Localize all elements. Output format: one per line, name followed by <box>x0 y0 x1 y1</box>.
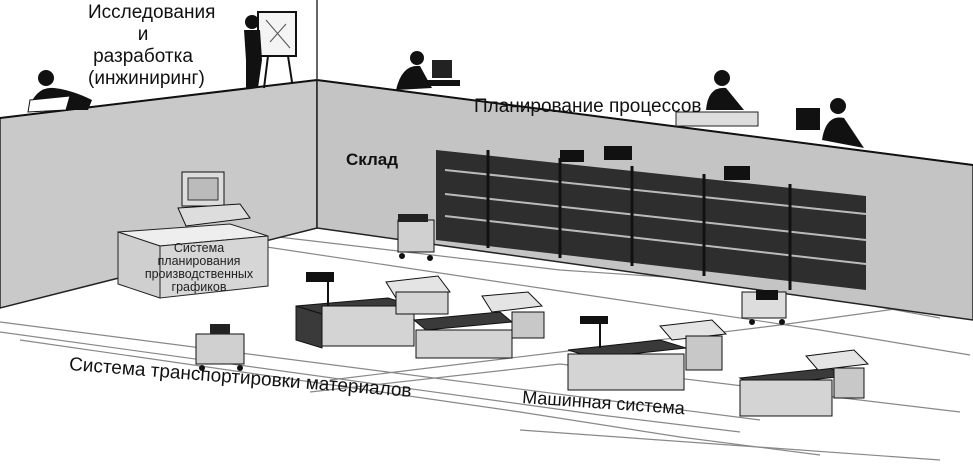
machine-line-1 <box>295 272 545 359</box>
researcher-figure <box>27 70 92 113</box>
rd-label-line: и <box>137 24 149 45</box>
planner-2 <box>675 70 759 127</box>
planner-1 <box>396 51 460 90</box>
scheduling-label-line: планирования <box>157 254 241 268</box>
machine-line-3 <box>738 349 870 417</box>
rd-label-line: разработка <box>93 46 193 67</box>
scheduling-label-line: производственных <box>144 267 254 281</box>
rd-label-line: (инжиниринг) <box>88 68 205 89</box>
machine-line-2 <box>567 316 728 391</box>
computer-workstation <box>177 171 251 227</box>
planning-label: Планирование процессов <box>474 96 702 117</box>
cart-2 <box>195 324 245 371</box>
cart-1 <box>397 214 435 261</box>
rd-label: Исследования и разработка (инжиниринг) <box>88 2 216 90</box>
scheduling-label-line: Система <box>173 241 225 255</box>
rd-label-line: Исследования <box>88 2 216 23</box>
warehouse-rack <box>436 146 867 290</box>
cart-3 <box>741 290 787 325</box>
whiteboard-figure <box>244 11 297 89</box>
scheduling-label: Система планирования производственных гр… <box>129 242 269 294</box>
scheduling-box <box>117 223 269 299</box>
planner-3 <box>796 98 864 148</box>
scheduling-label-line: графиков <box>171 280 227 294</box>
warehouse-label: Склад <box>346 150 399 169</box>
